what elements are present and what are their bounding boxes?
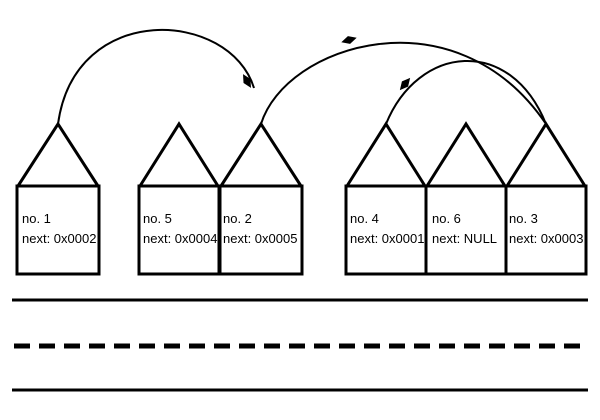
node-4-number: no. 4	[350, 211, 379, 226]
node-2-number: no. 2	[223, 211, 252, 226]
node-1-roof	[16, 121, 100, 187]
link-1-2-arrowhead	[243, 74, 251, 88]
node-1-next-pointer: next: 0x0002	[22, 231, 96, 246]
node-3: no. 3 next: 0x0003	[504, 121, 588, 276]
node-3-roof	[505, 121, 587, 187]
link-node-2-to-node-3	[260, 36, 547, 125]
link-node-3-to-node-4	[385, 59, 547, 125]
link-2-3-arrowhead	[341, 36, 357, 44]
node-5-number: no. 5	[143, 211, 172, 226]
node-6-box	[424, 184, 508, 276]
node-6-next-pointer: next: NULL	[432, 231, 497, 246]
node-3-box	[504, 184, 588, 276]
node-2-roof	[219, 121, 303, 187]
node-1-box	[15, 184, 101, 276]
node-4: no. 4 next: 0x0001	[344, 121, 428, 276]
node-4-box	[344, 184, 428, 276]
link-node-1-to-node-2	[57, 29, 255, 125]
node-5-roof	[138, 121, 220, 187]
link-1-2-curve	[57, 29, 255, 125]
node-3-number: no. 3	[509, 211, 538, 226]
node-2: no. 2 next: 0x0005	[218, 121, 304, 276]
node-1-number: no. 1	[22, 211, 51, 226]
node-6-roof	[425, 121, 507, 187]
node-4-roof	[345, 121, 427, 187]
node-6-number: no. 6	[432, 211, 461, 226]
node-2-box	[218, 184, 304, 276]
node-5-next-pointer: next: 0x0004	[143, 231, 217, 246]
node-3-next-pointer: next: 0x0003	[509, 231, 583, 246]
node-4-next-pointer: next: 0x0001	[350, 231, 424, 246]
node-5-box	[137, 184, 221, 276]
link-3-4-arrowhead	[399, 77, 411, 91]
node-2-next-pointer: next: 0x0005	[223, 231, 297, 246]
node-5: no. 5 next: 0x0004	[137, 121, 221, 276]
link-3-4-curve	[385, 59, 547, 125]
link-2-3-curve	[260, 41, 547, 125]
node-1: no. 1 next: 0x0002	[15, 121, 101, 276]
node-6: no. 6 next: NULL	[424, 121, 508, 276]
